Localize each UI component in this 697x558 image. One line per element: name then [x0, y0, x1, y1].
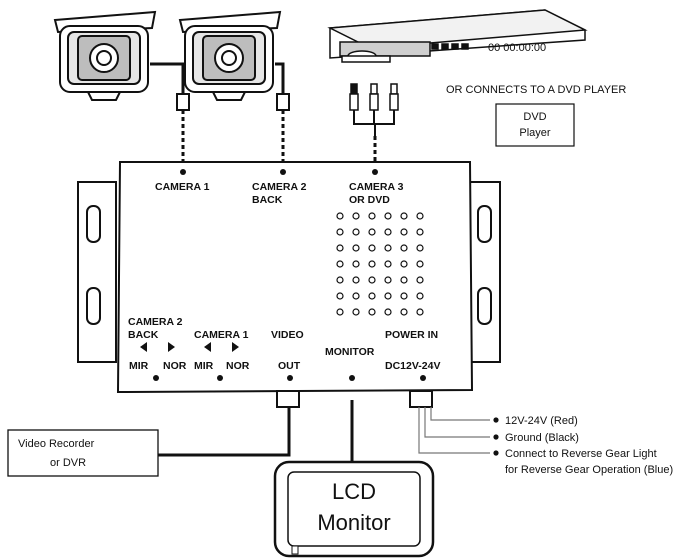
speaker-hole	[416, 276, 424, 284]
power-in-label-line1: POWER IN	[385, 329, 438, 341]
speaker-hole	[384, 276, 392, 284]
speaker-hole	[416, 308, 424, 316]
power-wire-blue-line2: for Reverse Gear Operation (Blue)	[505, 464, 673, 476]
speaker-hole	[384, 308, 392, 316]
video-recorder-line2: or DVR	[50, 457, 86, 469]
switch-1-mir-label: MIR	[194, 360, 214, 372]
speaker-hole	[336, 260, 344, 268]
speaker-hole	[352, 212, 360, 220]
power-wires	[418, 407, 490, 454]
lcd-label-line1: LCD	[332, 479, 376, 504]
video-recorder-box	[7, 429, 159, 477]
video-out-label-line1: VIDEO	[271, 329, 304, 341]
speaker-hole	[368, 212, 376, 220]
speaker-hole	[384, 228, 392, 236]
camera-1-label: CAMERA 1	[155, 181, 210, 193]
switch-1-right-arrow-icon	[232, 342, 239, 352]
switch-camera-2-label-line2: BACK	[128, 329, 159, 341]
speaker-hole	[368, 292, 376, 300]
speaker-hole	[352, 308, 360, 316]
speaker-hole	[336, 308, 344, 316]
speaker-hole	[336, 292, 344, 300]
speaker-hole	[416, 260, 424, 268]
dvd-label-line1: DVD	[523, 111, 546, 123]
camera-1-illustration	[53, 10, 157, 101]
video-recorder-line1: Video Recorder	[18, 438, 95, 450]
switch-camera-2-label-line1: CAMERA 2	[128, 316, 183, 328]
speaker-hole	[400, 292, 408, 300]
speaker-hole	[416, 212, 424, 220]
power-wire-blue-line1: Connect to Reverse Gear Light	[505, 448, 657, 460]
camera-2-label-line1: CAMERA 2	[252, 181, 307, 193]
speaker-hole	[400, 244, 408, 252]
lcd-label-line2: Monitor	[317, 510, 390, 535]
lcd-monitor-illustration	[273, 460, 435, 558]
speaker-hole	[400, 276, 408, 284]
speaker-hole	[368, 260, 376, 268]
power-in-label-line2: DC12V-24V	[385, 360, 440, 372]
speaker-hole	[352, 260, 360, 268]
camera-3-label-line1: CAMERA 3	[349, 181, 404, 193]
camera-2-illustration	[178, 10, 282, 101]
speaker-hole	[384, 292, 392, 300]
dvd-display-text: 00 00:00:00	[488, 42, 546, 54]
speaker-hole	[352, 276, 360, 284]
speaker-hole	[336, 212, 344, 220]
speaker-hole	[368, 276, 376, 284]
control-box	[77, 161, 501, 394]
rca-plugs	[349, 83, 399, 170]
power-wire-bullets	[493, 417, 499, 456]
camera-2-label-line2: BACK	[252, 194, 283, 206]
switch-camera-1-label: CAMERA 1	[194, 329, 249, 341]
speaker-hole	[336, 244, 344, 252]
switch-2-right-arrow-icon	[168, 342, 175, 352]
video-out-connector	[276, 390, 300, 408]
camera-3-label-line2: OR DVD	[349, 194, 390, 206]
speaker-hole	[368, 244, 376, 252]
speaker-hole	[416, 244, 424, 252]
speaker-hole	[336, 228, 344, 236]
dvd-label-box	[495, 103, 575, 147]
dvd-or-text: OR CONNECTS TO A DVD PLAYER	[446, 84, 626, 96]
power-wire-black: Ground (Black)	[505, 432, 579, 444]
power-wire-red: 12V-24V (Red)	[505, 415, 578, 427]
power-in-port	[420, 375, 426, 381]
speaker-hole	[416, 292, 424, 300]
speaker-grille	[336, 212, 424, 316]
speaker-hole	[368, 228, 376, 236]
switch-1-knob[interactable]	[217, 375, 223, 381]
monitor-label: MONITOR	[325, 346, 375, 358]
speaker-hole	[384, 244, 392, 252]
speaker-hole	[368, 308, 376, 316]
switch-2-knob[interactable]	[153, 375, 159, 381]
speaker-hole	[400, 228, 408, 236]
video-out-port	[287, 375, 293, 381]
speaker-hole	[400, 308, 408, 316]
speaker-hole	[352, 228, 360, 236]
video-recorder-cable	[158, 407, 291, 457]
speaker-hole	[400, 212, 408, 220]
input-port-dots	[180, 169, 378, 175]
speaker-hole	[416, 228, 424, 236]
dvd-player-illustration	[327, 9, 588, 63]
camera-cables	[150, 62, 290, 168]
power-connector	[409, 390, 433, 408]
speaker-hole	[400, 260, 408, 268]
speaker-hole	[384, 260, 392, 268]
switch-2-nor-label: NOR	[163, 360, 187, 372]
speaker-hole	[352, 244, 360, 252]
switch-2-mir-label: MIR	[129, 360, 149, 372]
video-out-label-line2: OUT	[278, 360, 301, 372]
switch-1-left-arrow-icon	[204, 342, 211, 352]
monitor-port	[349, 375, 355, 381]
speaker-hole	[336, 276, 344, 284]
dvd-label-line2: Player	[519, 127, 551, 139]
speaker-hole	[384, 212, 392, 220]
switch-2-left-arrow-icon	[140, 342, 147, 352]
switch-1-nor-label: NOR	[226, 360, 250, 372]
speaker-hole	[352, 292, 360, 300]
